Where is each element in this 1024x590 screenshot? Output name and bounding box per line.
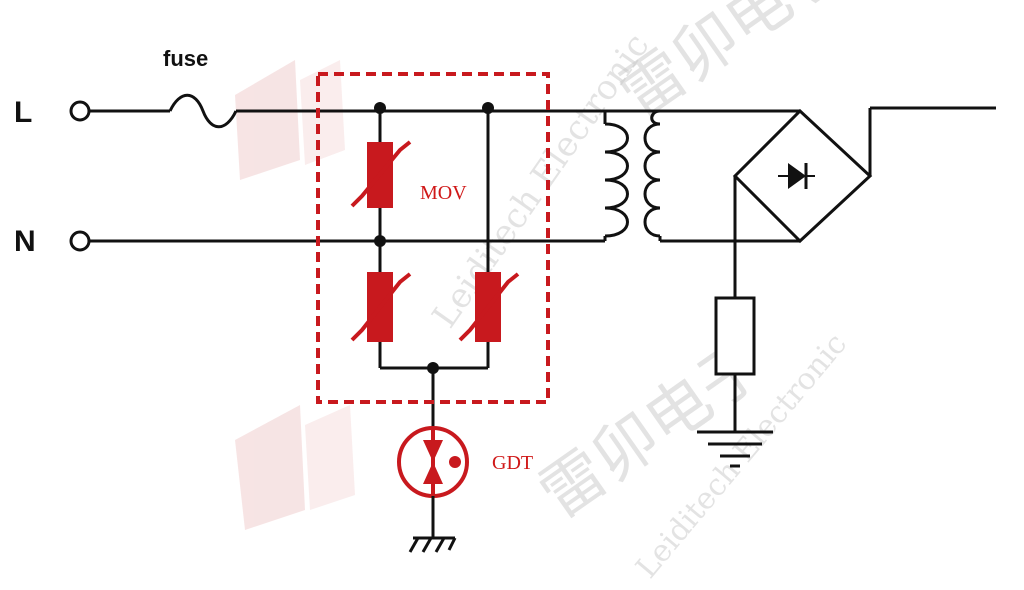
resistor-symbol: [714, 296, 756, 376]
gdt-label: GDT: [492, 452, 533, 474]
watermark-logo-top: [235, 60, 345, 180]
protection-block-border: [316, 72, 550, 404]
mov-varistor-bottom-right: [458, 272, 520, 342]
chassis-ground-icon: [408, 536, 457, 553]
mov-label: MOV: [420, 182, 467, 204]
fuse-symbol: [168, 93, 238, 129]
neutral-terminal: [69, 230, 605, 252]
transformer-primary-coil: [603, 111, 629, 241]
watermark-en-top: Leiditech Electronic: [425, 26, 658, 335]
mov-varistor-bottom-left: [350, 272, 412, 342]
earth-ground-icon: [697, 430, 773, 468]
fuse-label: fuse: [163, 46, 208, 71]
gdt-gas-discharge-tube: [397, 426, 469, 498]
line-terminal: [69, 100, 170, 122]
neutral-label: N: [14, 225, 36, 258]
watermark-logo-bottom: [235, 405, 355, 530]
mov-varistor-top: [350, 140, 412, 208]
bridge-rectifier: [732, 108, 873, 244]
line-label: L: [14, 96, 32, 129]
